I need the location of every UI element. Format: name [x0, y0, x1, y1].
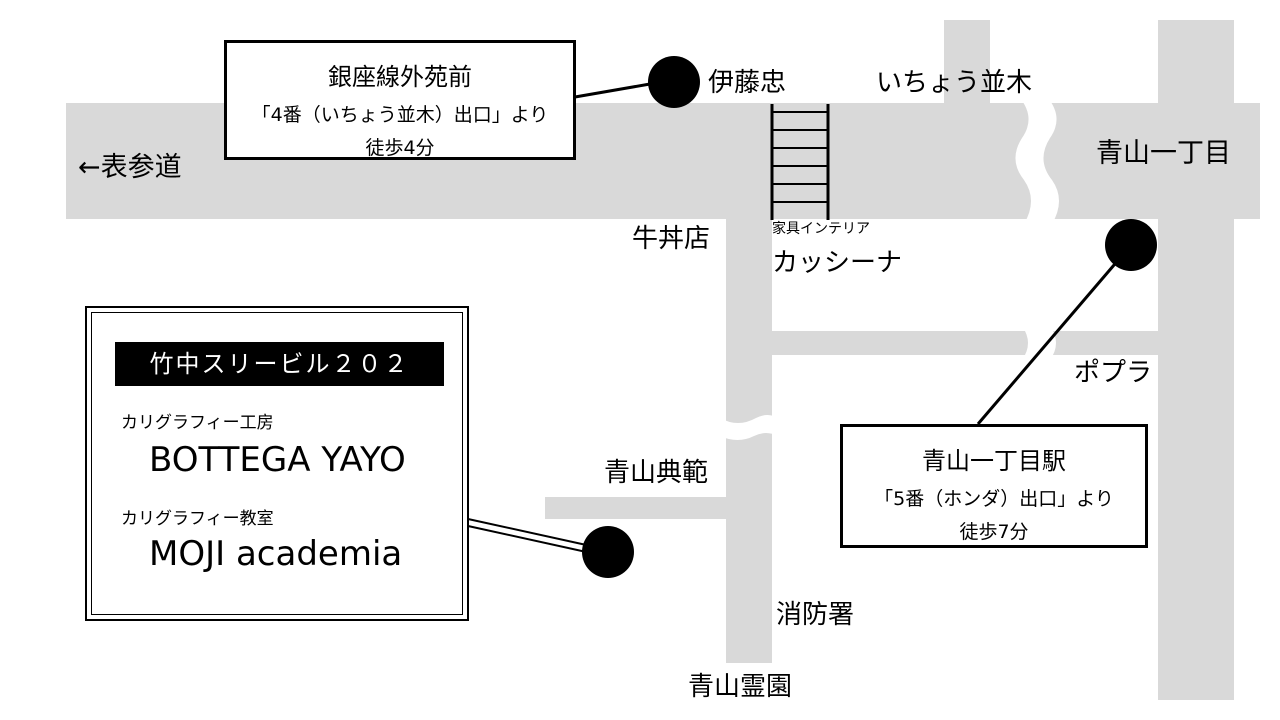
label-furniture-small: 家具インテリア [772, 221, 870, 237]
studio-name: BOTTEGA YAYO [149, 440, 406, 480]
marker-aoyama-station [1105, 219, 1157, 271]
station-walk-time: 徒歩7分 [959, 521, 1029, 543]
station-exit: 「5番（ホンダ）出口」より [874, 488, 1114, 510]
destination-building-box: 竹中スリービル２０２ カリグラフィー工房 BOTTEGA YAYO カリグラフィ… [85, 306, 469, 621]
label-itochu: 伊藤忠 [708, 68, 787, 98]
road-east-vertical [1158, 20, 1234, 700]
station-name: 青山一丁目駅 [922, 447, 1066, 475]
station-box-aoyama: 青山一丁目駅 「5番（ホンダ）出口」より 徒歩7分 [840, 424, 1148, 548]
road-break-main [1015, 98, 1059, 224]
label-aoyama-tenpan: 青山典範 [604, 458, 709, 488]
leader-gaienmae [574, 82, 651, 99]
building-inner-frame [91, 312, 463, 615]
road-poplar-horizontal [770, 331, 1160, 355]
label-omotesando: ←表参道 [78, 152, 182, 183]
label-furniture-name: カッシーナ [772, 248, 903, 278]
school-name: MOJI academia [149, 534, 403, 574]
leader-aoyama [976, 257, 1122, 425]
label-aoyama-itchome: 青山一丁目 [1096, 138, 1231, 169]
building-name: 竹中スリービル２０２ [115, 342, 444, 386]
road-north-ichou [944, 20, 990, 104]
label-fire-station: 消防署 [776, 600, 855, 630]
road-tenpan-horizontal [545, 497, 727, 519]
marker-building [582, 526, 634, 578]
leader-building-b [467, 525, 601, 556]
road-break-center [720, 415, 778, 440]
label-ichou-namiki: いちょう並木 [876, 68, 1033, 98]
school-label: カリグラフィー教室 [121, 509, 274, 529]
marker-itochu [648, 56, 700, 108]
crosswalk [770, 104, 830, 220]
label-cemetery: 青山霊園 [688, 672, 793, 702]
road-break-poplar [1022, 326, 1056, 360]
studio-label: カリグラフィー工房 [121, 413, 274, 433]
station-name: 銀座線外苑前 [328, 63, 472, 91]
label-poplar: ポプラ [1074, 358, 1153, 388]
road-center-vertical [726, 218, 772, 663]
station-walk-time: 徒歩4分 [365, 137, 435, 159]
leader-building-a [467, 518, 601, 549]
station-exit: 「4番（いちょう並木）出口」より [251, 104, 549, 126]
station-box-gaienmae: 銀座線外苑前 「4番（いちょう並木）出口」より 徒歩4分 [224, 40, 576, 160]
label-gyudon: 牛丼店 [632, 224, 711, 254]
